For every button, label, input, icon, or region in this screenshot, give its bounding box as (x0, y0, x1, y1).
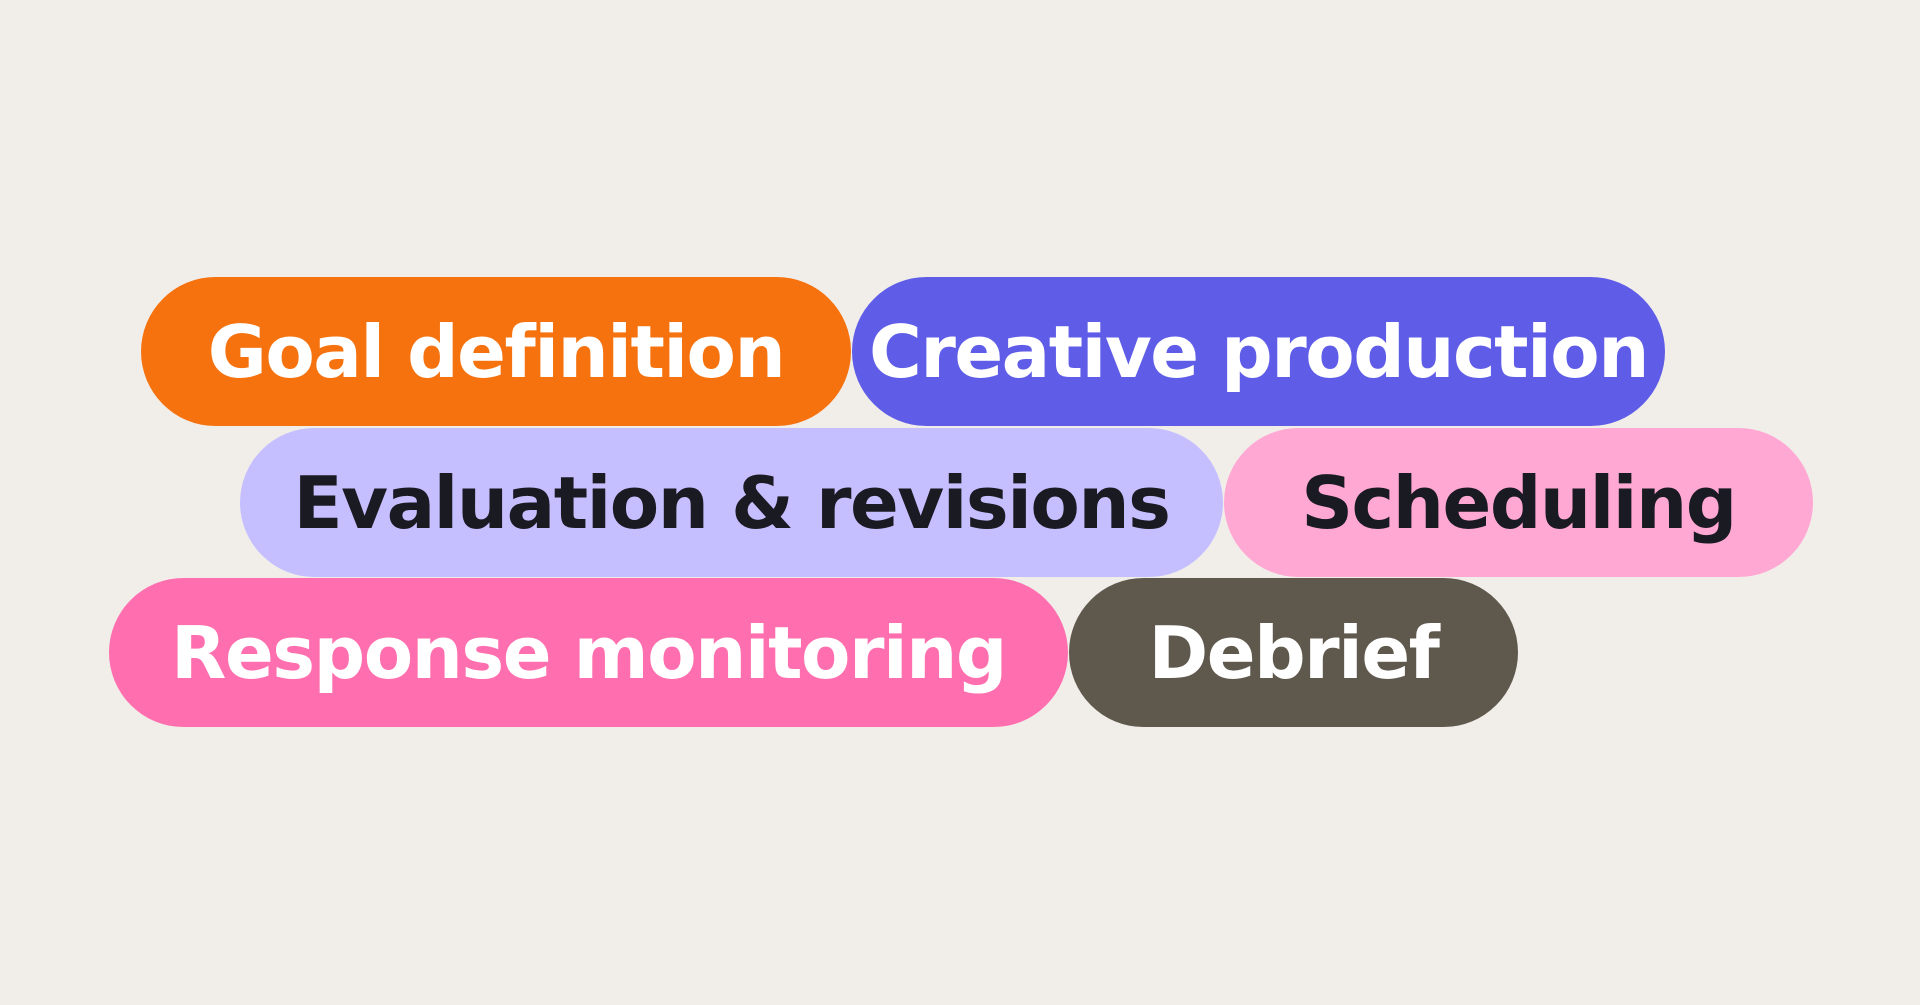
tag-evaluation-revisions: Evaluation & revisions (240, 428, 1223, 577)
tag-debrief: Debrief (1069, 578, 1518, 727)
tag-label: Response monitoring (171, 610, 1007, 695)
tag-label: Goal definition (207, 309, 786, 394)
tag-creative-production: Creative production (852, 277, 1665, 426)
tag-scheduling: Scheduling (1224, 428, 1813, 577)
tag-label: Evaluation & revisions (293, 460, 1171, 545)
tag-label: Creative production (868, 309, 1650, 394)
tag-label: Scheduling (1301, 460, 1737, 545)
tag-label: Debrief (1148, 610, 1440, 695)
tag-response-monitoring: Response monitoring (109, 578, 1068, 727)
tag-goal-definition: Goal definition (141, 277, 851, 426)
